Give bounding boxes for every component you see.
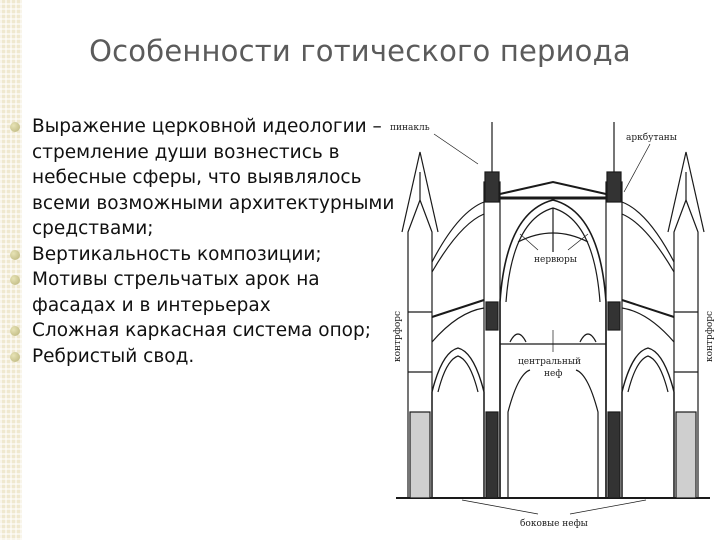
- flying-buttresses: [431, 201, 675, 343]
- left-buttress: [407, 172, 433, 499]
- gothic-cathedral-section-diagram: пинакль аркбутаны нервюры центральный не…: [390, 122, 715, 529]
- bullet-text: Сложная каркасная система опор;: [32, 320, 371, 341]
- label-buttress-right: контрфорс: [705, 311, 715, 362]
- bullet-item: Мотивы стрельчатых арок на фасадах и в и…: [10, 267, 400, 318]
- bullet-item: Выражение церковной идеологии – стремлен…: [10, 114, 400, 242]
- inner-piers: [483, 122, 623, 499]
- label-central-nave-line1: центральный: [518, 357, 581, 367]
- bullet-item: Сложная каркасная система опор;: [10, 318, 400, 344]
- label-buttress-left: контрфорс: [393, 311, 403, 362]
- label-flying-buttresses: аркбутаны: [626, 132, 677, 143]
- decorative-margin-strip: [0, 0, 22, 540]
- label-central-nave-line2: неф: [544, 369, 562, 379]
- label-ribs: нервюры: [534, 255, 577, 265]
- right-buttress: [673, 172, 699, 499]
- bullet-dot-icon: [10, 351, 20, 362]
- label-pinnacle: пинакль: [390, 123, 430, 133]
- slide-title: Особенности готического периода: [89, 34, 631, 68]
- bullet-text: Мотивы стрельчатых арок на фасадах и в и…: [32, 269, 320, 316]
- bullet-text: Выражение церковной идеологии – стремлен…: [32, 116, 395, 239]
- label-side-naves: боковые нефы: [520, 518, 588, 529]
- bullet-text: Вертикальность композиции;: [32, 243, 322, 265]
- bullet-item: Ребристый свод.: [10, 344, 400, 370]
- bullet-text: Ребристый свод.: [32, 345, 195, 367]
- bullet-dot-icon: [10, 122, 20, 132]
- bullet-dot-icon: [10, 326, 20, 336]
- bullet-dot-icon: [10, 249, 20, 260]
- bullet-dot-icon: [10, 275, 20, 285]
- bullet-list: Выражение церковной идеологии – стремлен…: [10, 114, 400, 369]
- bullet-item: Вертикальность композиции;: [10, 242, 400, 268]
